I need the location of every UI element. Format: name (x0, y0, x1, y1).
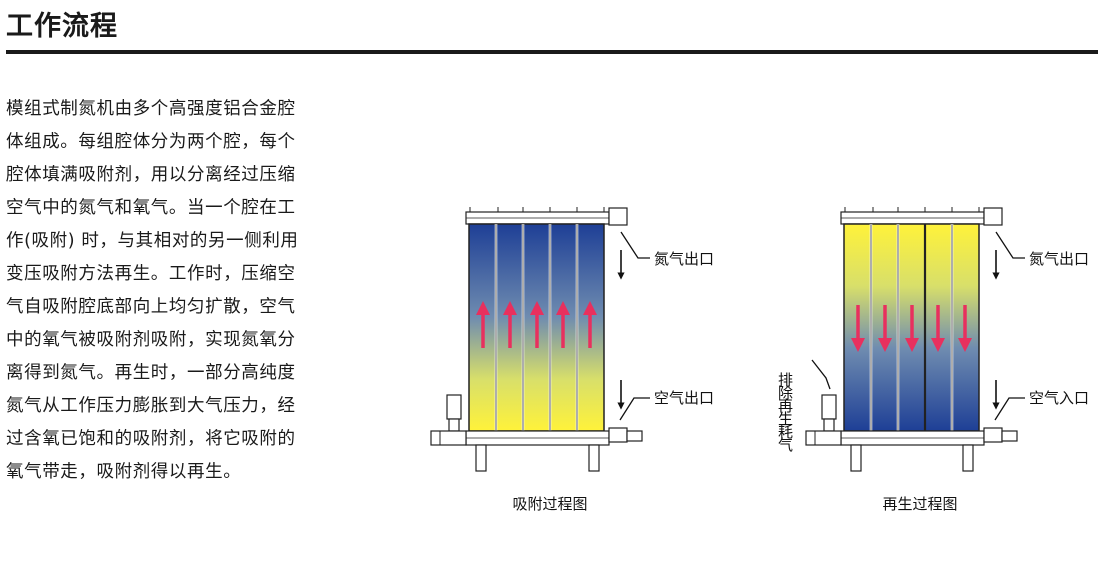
air-outlet-label: 空气出口 (654, 389, 714, 407)
description-line: 气自吸附腔底部向上均匀扩散，空气 (6, 297, 296, 317)
adsorption-diagram: 氮气出口 空气出口 吸附过程图 (430, 207, 714, 513)
description-line: 体组成。每组腔体分为两个腔，每个 (6, 132, 296, 152)
title-divider (6, 50, 1098, 54)
description-line: 氧气带走，吸附剂得以再生。 (6, 462, 242, 482)
description-text: 模组式制氮机由多个高强度铝合金腔 体组成。每组腔体分为两个腔，每个 腔体填满吸附… (6, 93, 356, 489)
air-inlet-port (983, 427, 1003, 443)
support-leg (962, 444, 974, 472)
description-line: 变压吸附方法再生。工作时，压缩空 (6, 264, 296, 284)
valve-block (446, 394, 462, 420)
regeneration-caption: 再生过程图 (882, 495, 957, 513)
air-inlet-label: 空气入口 (1029, 389, 1089, 407)
downward-flow-arrows (851, 305, 972, 352)
description-line: 离得到氮气。再生时，一部分高纯度 (6, 363, 296, 383)
description-line: 作(吸附) 时，与其相对的另一侧利用 (6, 231, 299, 251)
purge-label: 排除再生耗气 (776, 372, 794, 452)
nitrogen-outlet-port (983, 207, 1003, 226)
description-line: 过含氧已饱和的吸附剂，将它吸附的 (6, 429, 296, 449)
air-inlet-pipe (430, 430, 467, 446)
description-line: 模组式制氮机由多个高强度铝合金腔 (6, 99, 296, 119)
upward-flow-arrows (476, 301, 597, 348)
nitrogen-outlet-port (608, 207, 628, 226)
air-outlet-port (608, 427, 628, 443)
adsorption-caption: 吸附过程图 (512, 495, 587, 513)
nitrogen-outlet-label: 氮气出口 (1029, 250, 1089, 268)
description-line: 腔体填满吸附剂，用以分离经过压缩 (6, 165, 296, 185)
valve-block (821, 394, 837, 420)
description-line: 空气中的氮气和氧气。当一个腔在工 (6, 198, 296, 218)
description-line: 中的氧气被吸附剂吸附，实现氮氧分 (6, 330, 296, 350)
description-line: 氮气从工作压力膨胀到大气压力，经 (6, 396, 296, 416)
support-leg (588, 444, 600, 472)
support-leg (850, 444, 862, 472)
purge-exhaust-pipe (805, 430, 842, 446)
page-title: 工作流程 (6, 11, 118, 42)
regeneration-diagram: 氮气出口 空气入口 排除再生耗气 再生过程图 (776, 207, 1089, 513)
nitrogen-outlet-label: 氮气出口 (654, 250, 714, 268)
support-leg (475, 444, 487, 472)
